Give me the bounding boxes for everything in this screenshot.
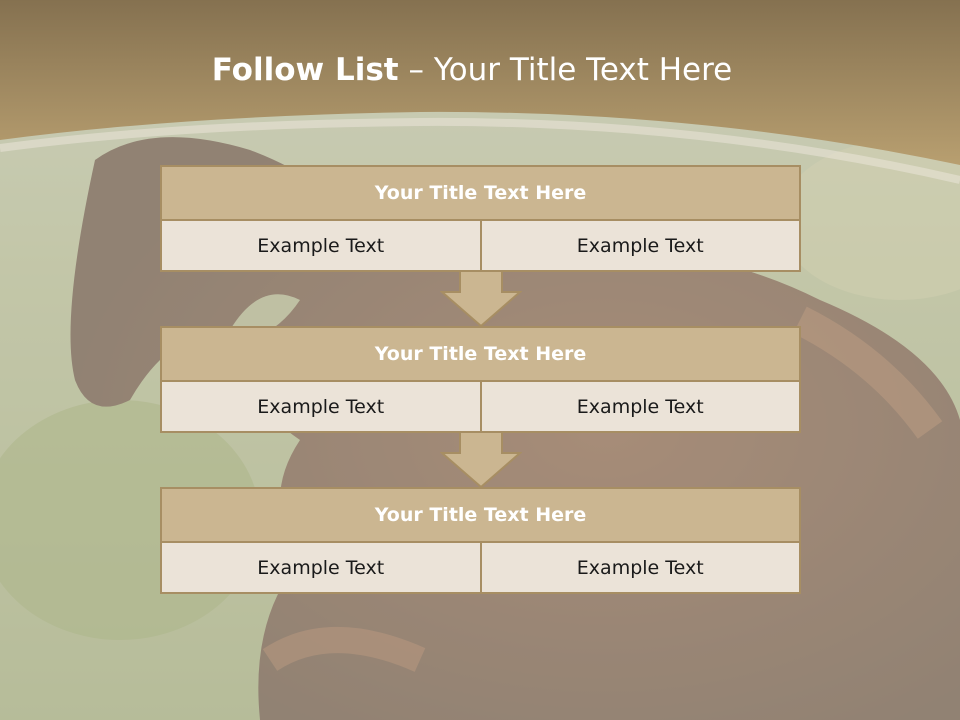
step-box-2: Your Title Text Here Example Text Exampl… [160,326,801,433]
step-title: Your Title Text Here [160,326,801,382]
down-arrow-icon [440,270,522,328]
step-title: Your Title Text Here [160,487,801,543]
step-title: Your Title Text Here [160,165,801,221]
step-cell-right: Example Text [479,221,800,270]
slide-title: Follow List – Your Title Text Here [0,52,944,88]
step-cell-right: Example Text [479,382,800,431]
title-rest: – Your Title Text Here [398,52,733,88]
step-box-3: Your Title Text Here Example Text Exampl… [160,487,801,594]
title-strong: Follow List [211,52,399,88]
step-row: Example Text Example Text [160,221,801,272]
step-row: Example Text Example Text [160,382,801,433]
step-row: Example Text Example Text [160,543,801,594]
down-arrow-icon [440,431,522,489]
step-cell-left: Example Text [257,395,385,418]
step-box-1: Your Title Text Here Example Text Exampl… [160,165,801,272]
step-cell-left: Example Text [257,556,385,579]
step-cell-left: Example Text [257,234,385,257]
step-cell-right: Example Text [479,543,800,592]
